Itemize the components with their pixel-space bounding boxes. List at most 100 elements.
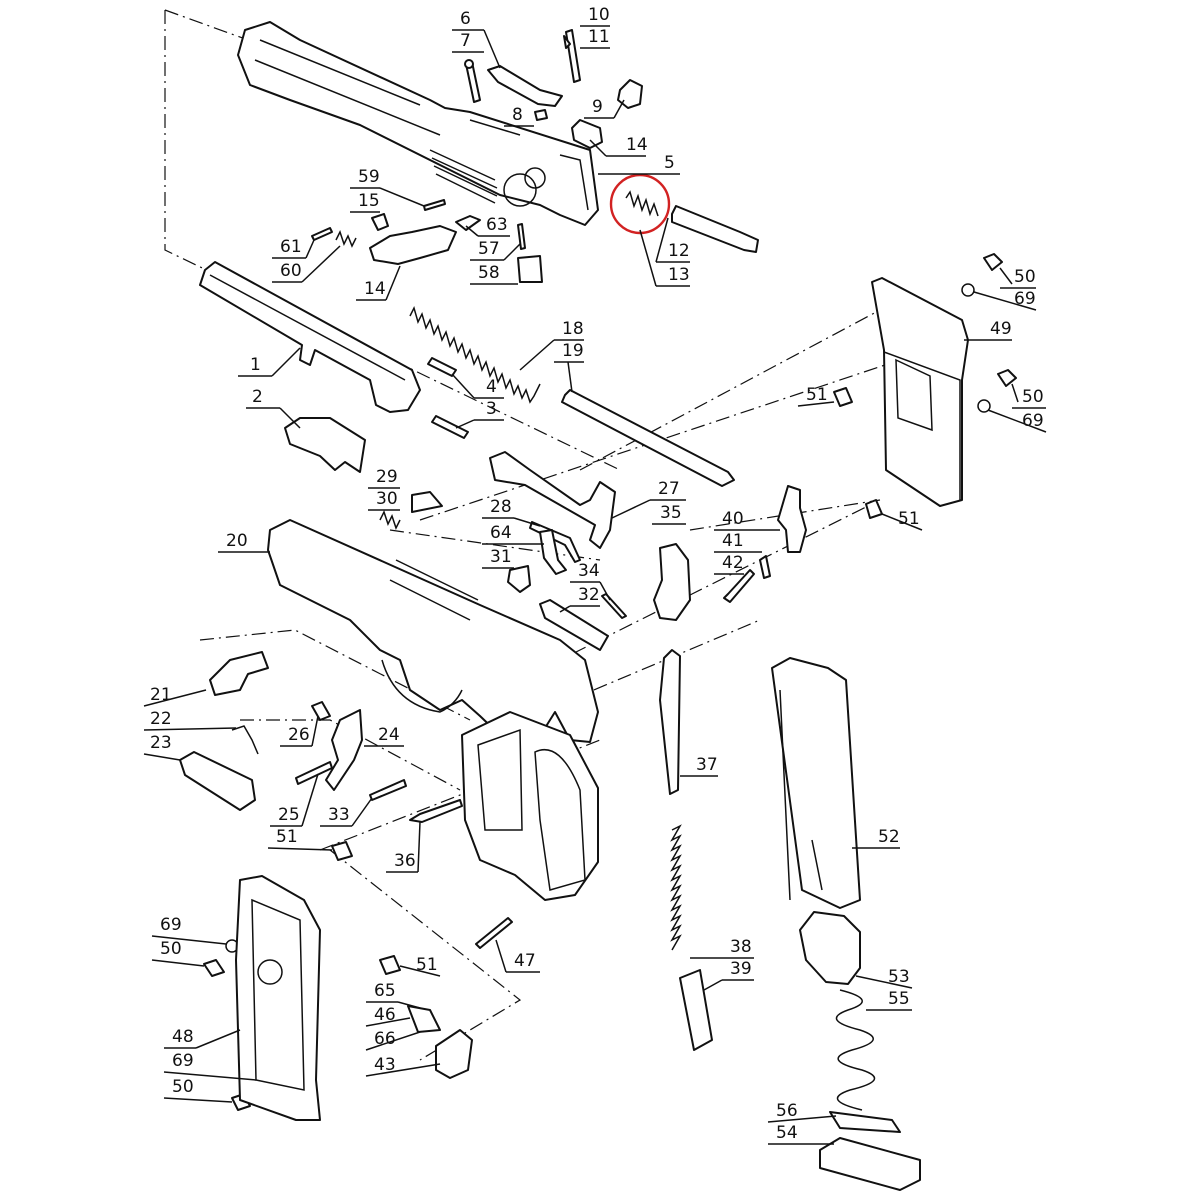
hammer-spring — [670, 824, 682, 951]
callout-34: 34 — [570, 561, 611, 601]
magazine-release-parts — [407, 1005, 473, 1079]
svg-text:6: 6 — [460, 9, 471, 29]
callout-54: 54 — [768, 1123, 834, 1145]
callout-31: 31 — [482, 547, 514, 569]
svg-text:36: 36 — [394, 851, 416, 871]
svg-text:18: 18 — [562, 319, 584, 339]
svg-text:12: 12 — [668, 241, 690, 261]
svg-text:29: 29 — [376, 467, 398, 487]
svg-text:46: 46 — [374, 1005, 396, 1025]
svg-text:47: 47 — [514, 951, 536, 971]
svg-text:65: 65 — [374, 981, 396, 1001]
callout-40: 40 — [714, 509, 780, 531]
callout-42: 42 — [714, 553, 744, 575]
svg-text:8: 8 — [512, 105, 523, 125]
callout-48: 48 — [164, 1027, 241, 1049]
svg-text:54: 54 — [776, 1123, 798, 1143]
svg-text:66: 66 — [374, 1029, 396, 1049]
hammer-strut — [659, 649, 681, 795]
svg-text:2: 2 — [252, 387, 263, 407]
svg-text:53: 53 — [888, 967, 910, 987]
slide-small-parts — [464, 29, 643, 149]
callout-4: 4 — [451, 373, 504, 399]
grip-panel-left — [235, 875, 321, 1121]
callout-49: 49 — [964, 319, 1012, 341]
callout-21: 21 — [143, 685, 207, 707]
svg-text:14: 14 — [626, 135, 648, 155]
callout-61: 61 — [272, 237, 315, 259]
magazine-base-parts — [819, 1111, 921, 1191]
callout-6: 6 — [452, 9, 501, 69]
callout-27: 27 — [611, 479, 686, 519]
svg-text:48: 48 — [172, 1027, 194, 1047]
svg-text:55: 55 — [888, 989, 910, 1009]
callout-69-c: 69 — [151, 915, 227, 945]
locking-block — [284, 417, 366, 473]
svg-text:23: 23 — [150, 733, 172, 753]
magazine-follower — [799, 911, 861, 985]
callout-10: 10 — [580, 5, 610, 27]
callout-14-upper: 14 — [589, 135, 648, 157]
callout-51-a: 51 — [797, 385, 835, 407]
firing-pin — [671, 205, 759, 253]
callout-5: 5 — [598, 153, 680, 175]
callout-64: 64 — [482, 523, 544, 545]
firing-pin-spring — [609, 173, 671, 235]
slide — [237, 21, 599, 226]
callout-9: 9 — [584, 97, 625, 119]
highlight-circle — [609, 173, 671, 235]
callout-69-d: 69 — [163, 1051, 257, 1081]
svg-text:69: 69 — [1022, 411, 1044, 431]
callout-63: 63 — [465, 215, 510, 237]
svg-text:3: 3 — [486, 399, 497, 419]
callout-32: 32 — [559, 585, 600, 613]
callout-55: 55 — [866, 989, 912, 1011]
callout-19: 19 — [554, 341, 584, 393]
callout-51-d: 51 — [399, 955, 441, 977]
svg-text:35: 35 — [660, 503, 682, 523]
callout-20: 20 — [218, 531, 270, 553]
callout-22: 22 — [143, 709, 237, 731]
callout-46: 46 — [365, 1005, 411, 1027]
callout-3: 3 — [455, 399, 504, 429]
svg-text:4: 4 — [486, 377, 497, 397]
svg-text:69: 69 — [172, 1051, 194, 1071]
callout-43: 43 — [365, 1055, 441, 1077]
svg-text:34: 34 — [578, 561, 600, 581]
callout-38: 38 — [690, 937, 754, 959]
svg-text:49: 49 — [990, 319, 1012, 339]
svg-text:27: 27 — [658, 479, 680, 499]
svg-text:43: 43 — [374, 1055, 396, 1075]
callout-52: 52 — [852, 827, 900, 849]
magazine-spring — [835, 989, 876, 1111]
svg-text:30: 30 — [376, 489, 398, 509]
svg-text:40: 40 — [722, 509, 744, 529]
svg-text:37: 37 — [696, 755, 718, 775]
recoil-guide-rod — [561, 389, 735, 487]
svg-text:51: 51 — [898, 509, 920, 529]
callout-58: 58 — [470, 263, 518, 285]
svg-text:52: 52 — [878, 827, 900, 847]
svg-text:50: 50 — [1014, 267, 1036, 287]
grip-screws — [203, 253, 1017, 1111]
callout-36: 36 — [386, 821, 421, 873]
callout-39: 39 — [703, 959, 754, 991]
svg-text:69: 69 — [1014, 289, 1036, 309]
callout-7: 7 — [452, 31, 484, 53]
svg-text:41: 41 — [722, 531, 744, 551]
callout-14-lower: 14 — [356, 265, 401, 301]
grip-panel-right — [871, 277, 969, 507]
svg-text:58: 58 — [478, 263, 500, 283]
svg-text:31: 31 — [490, 547, 512, 567]
svg-text:51: 51 — [276, 827, 298, 847]
callout-50-b: 50 — [1011, 383, 1046, 409]
callout-41: 41 — [714, 531, 762, 553]
svg-text:61: 61 — [280, 237, 302, 257]
svg-text:14: 14 — [364, 279, 386, 299]
trigger-bar-parts — [379, 451, 691, 651]
svg-text:57: 57 — [478, 239, 500, 259]
svg-text:64: 64 — [490, 523, 512, 543]
callout-51-b: 51 — [881, 509, 923, 531]
